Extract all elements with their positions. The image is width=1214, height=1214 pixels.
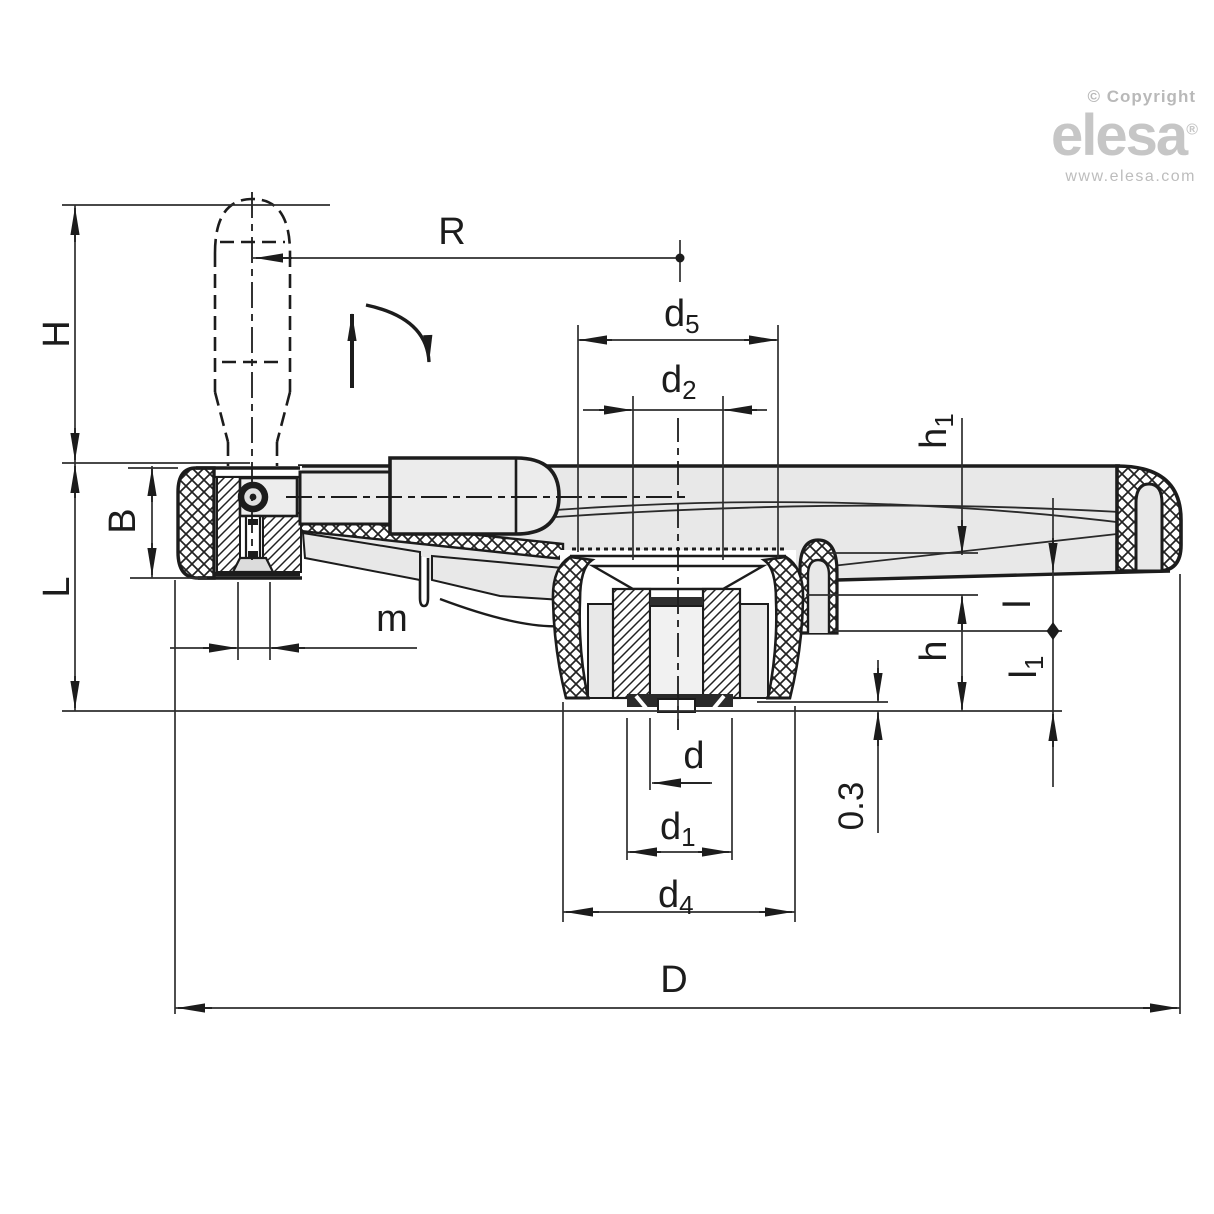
- registered-mark: ®: [1186, 121, 1198, 139]
- website-text: www.elesa.com: [1065, 168, 1196, 185]
- dim-label-d4: d4: [658, 874, 694, 920]
- dim-label-R: R: [438, 211, 465, 253]
- pivot-hatch-left: [216, 476, 241, 573]
- rim-bottom-face: [836, 569, 1171, 582]
- face-line-2: [555, 504, 1121, 518]
- dim-label-D: D: [660, 959, 687, 1001]
- boss-knurl-band: [176, 466, 216, 580]
- bushing-right: [701, 587, 742, 700]
- dim-label-h1: h1: [913, 413, 959, 449]
- elesa-logo: elesa®: [1051, 107, 1198, 165]
- bore-thread-top: [650, 597, 703, 606]
- latch-foot: [231, 556, 275, 574]
- pivot-pin-center: [249, 493, 257, 501]
- dim-label-L: L: [36, 576, 78, 597]
- slot-detent-bottom: [248, 551, 258, 557]
- bushing-left: [611, 587, 652, 700]
- hub-lobe-right-window: [806, 558, 831, 633]
- rotation-arrow-arc: [365, 303, 433, 363]
- chamfer-hl-left: [634, 694, 648, 710]
- brand-block: © Copyright elesa® www.elesa.com: [1051, 87, 1198, 185]
- hub-lobe-face-right: [739, 603, 769, 699]
- dim-label-l: l: [997, 600, 1039, 608]
- elesa-logo-text: elesa: [1051, 103, 1188, 168]
- chamfer-hl-right: [712, 694, 726, 710]
- spoke-upper: [301, 531, 421, 582]
- dim-diamond-marker: [1046, 622, 1060, 640]
- rim-right-groove: [1134, 482, 1164, 573]
- dim-label-d: d: [683, 735, 704, 777]
- folded-handle: [286, 456, 690, 536]
- dim-label-l1: l1: [1003, 656, 1049, 679]
- spoke-lower-curve: [439, 597, 563, 628]
- web-line: [831, 533, 1118, 567]
- pivot-boss: [176, 466, 302, 580]
- dim-label-d1: d1: [660, 806, 696, 852]
- dim-label-B: B: [102, 508, 144, 533]
- bore-bottom-slot: [657, 698, 696, 713]
- copyright-text: © Copyright: [1087, 87, 1196, 106]
- slot-detent-top: [248, 519, 258, 525]
- dimension-arrows: [70, 207, 1178, 1013]
- spoke-mid: [431, 554, 564, 602]
- dimension-labels: R H L B m d5 d2 h1 l h l1 d d1 d4 0.3 D: [36, 211, 1049, 1001]
- boss-outline: [196, 466, 302, 580]
- dim-label-tolerance: 0.3: [832, 782, 871, 831]
- hub-lobe-face-left: [587, 603, 614, 699]
- dim-label-m: m: [376, 598, 408, 640]
- radius-center-dot: [675, 253, 685, 263]
- bore: [649, 605, 704, 698]
- dim-label-H: H: [36, 320, 78, 347]
- phantom-taper-right: [275, 391, 292, 443]
- dim-label-d2: d2: [661, 359, 697, 405]
- handle-recess-edge: [418, 556, 430, 608]
- wheel-section: [298, 464, 1183, 628]
- rotation-arrow: [347, 303, 433, 388]
- phantom-taper-left: [213, 391, 230, 443]
- dim-label-d5: d5: [664, 293, 700, 339]
- hub-section: [551, 418, 839, 730]
- dimension-lines: [62, 204, 1181, 1014]
- dim-label-h: h: [913, 640, 955, 661]
